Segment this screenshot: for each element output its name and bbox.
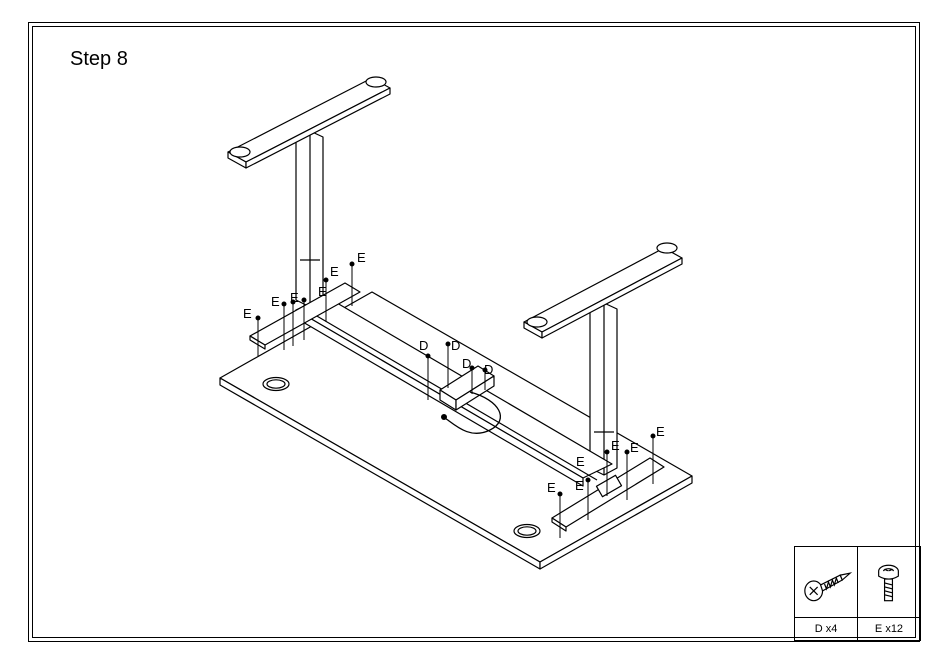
callout-d: D (451, 338, 460, 353)
callout-e: E (575, 478, 584, 493)
callout-e: E (318, 284, 327, 299)
callout-e: E (357, 250, 366, 265)
callout-e: E (656, 424, 665, 439)
callout-e: E (271, 294, 280, 309)
part-d-qty: D x4 (795, 617, 857, 640)
part-d-cell: D x4 (795, 547, 857, 640)
part-e-cell: E x12 (857, 547, 920, 640)
desk-top-panel (220, 292, 692, 569)
left-leg-column (296, 131, 323, 307)
machine-screw-icon (858, 547, 920, 617)
callout-e: E (290, 290, 299, 305)
callout-e: E (547, 480, 556, 495)
callout-e: E (576, 454, 585, 469)
parts-box: D x4 E x12 (794, 546, 921, 641)
callout-e: E (630, 440, 639, 455)
part-e-qty: E x12 (858, 617, 920, 640)
callout-e: E (330, 264, 339, 279)
callout-e: E (243, 306, 252, 321)
callout-d: D (484, 362, 493, 377)
wood-screw-icon (795, 547, 857, 617)
callout-e: E (611, 438, 620, 453)
callout-d: D (462, 356, 471, 371)
callout-d: D (419, 338, 428, 353)
